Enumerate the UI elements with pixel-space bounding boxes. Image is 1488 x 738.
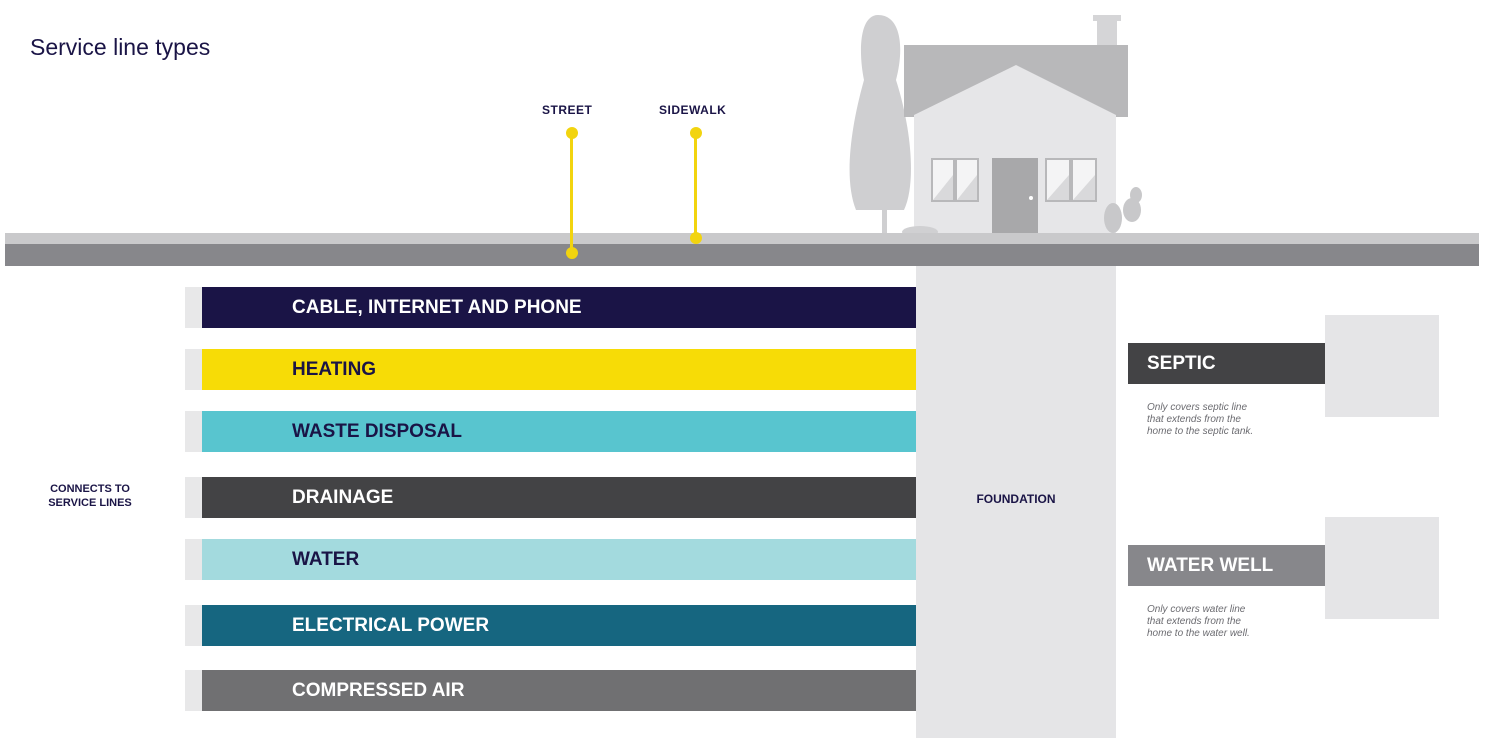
connects-label-line1: CONNECTS TO	[50, 483, 130, 495]
water-well-note-line: home to the water well.	[1147, 628, 1250, 639]
water-well-label: WATER WELL	[1147, 555, 1274, 576]
line-stub	[185, 349, 202, 390]
service-line-label: DRAINAGE	[292, 487, 394, 508]
water-well-bar	[1128, 545, 1325, 586]
page-title: Service line types	[30, 34, 211, 60]
service-line-label: COMPRESSED AIR	[292, 680, 465, 701]
ground-band	[5, 244, 1479, 266]
line-stub	[185, 287, 202, 328]
street-label: STREET	[542, 103, 593, 117]
septic-note-line: that extends from the	[1147, 414, 1241, 425]
service-line-label: CABLE, INTERNET AND PHONE	[292, 297, 582, 318]
service-line-bar	[202, 670, 916, 711]
service-line-bar	[202, 539, 916, 580]
service-line-bar	[202, 349, 916, 390]
septic-tank	[1325, 315, 1439, 417]
line-stub	[185, 411, 202, 452]
foundation-label: FOUNDATION	[976, 492, 1056, 506]
septic-bar	[1128, 343, 1325, 384]
service-line-bar	[202, 477, 916, 518]
water-well	[1325, 517, 1439, 619]
foundation	[916, 266, 1116, 738]
septic-note-line: home to the septic tank.	[1147, 426, 1254, 437]
sidewalk-marker-dot-bottom	[690, 232, 702, 244]
line-stub	[185, 670, 202, 711]
water-well-note-line: Only covers water line	[1147, 604, 1246, 615]
service-line-bar	[202, 411, 916, 452]
street-marker-dot-bottom	[566, 247, 578, 259]
connects-label-line2: SERVICE LINES	[48, 497, 132, 509]
sidewalk-label: SIDEWALK	[659, 103, 727, 117]
septic-note-line: Only covers septic line	[1147, 402, 1248, 413]
house-illustration	[849, 15, 1142, 238]
connects-label: CONNECTS TO SERVICE LINES	[20, 482, 160, 510]
street-marker-pole	[570, 133, 573, 251]
service-line-label: HEATING	[292, 359, 377, 380]
service-line-label: WASTE DISPOSAL	[292, 421, 462, 442]
septic-label: SEPTIC	[1147, 353, 1216, 374]
septic-note: Only covers septic line that extends fro…	[1147, 402, 1307, 438]
service-line-bar	[202, 605, 916, 646]
line-stub	[185, 605, 202, 646]
service-line-label: WATER	[292, 549, 360, 570]
service-line-bar	[202, 287, 916, 328]
service-line-label: ELECTRICAL POWER	[292, 615, 490, 636]
ground-surface	[5, 233, 1479, 244]
water-well-note: Only covers water line that extends from…	[1147, 604, 1307, 640]
line-stub	[185, 539, 202, 580]
water-well-note-line: that extends from the	[1147, 616, 1241, 627]
sidewalk-marker-pole	[694, 133, 697, 237]
line-stub	[185, 477, 202, 518]
